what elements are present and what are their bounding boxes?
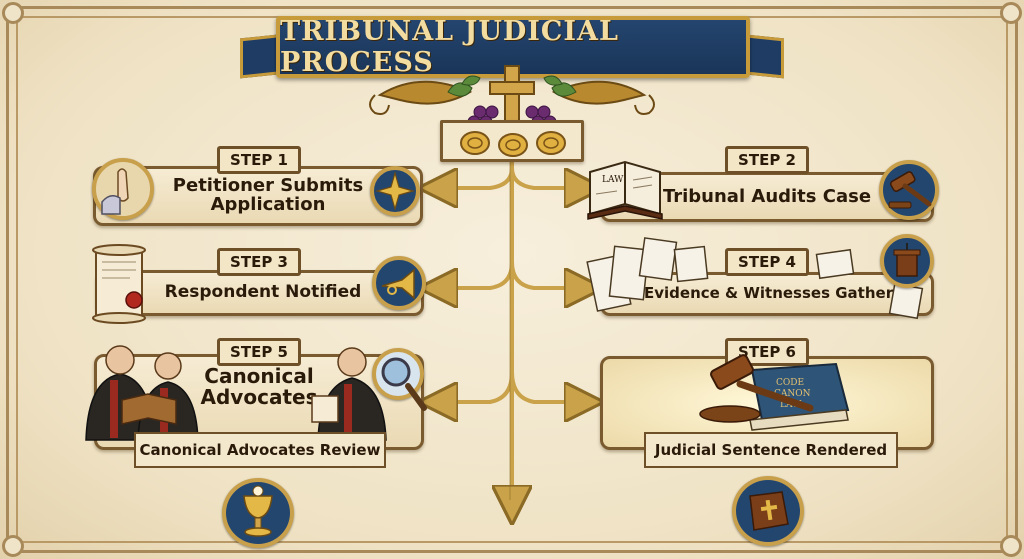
step-5-banner: Canonical Advocates Review xyxy=(134,432,386,468)
step-2-tag: STEP 2 xyxy=(725,146,809,174)
page-title: TRIBUNAL JUDICIAL PROCESS xyxy=(280,16,619,78)
magnifier-icon xyxy=(381,357,411,387)
coins-icon xyxy=(460,131,566,157)
compass-star-icon xyxy=(374,170,416,212)
praying-hands-icon xyxy=(101,168,129,215)
bible-icon xyxy=(749,491,789,531)
step-1-label-line1: Petitioner Submits xyxy=(172,175,364,197)
step-1-tag: STEP 1 xyxy=(217,146,301,174)
step-4-label: Evidence & Witnesses Gathered xyxy=(644,284,914,303)
trumpet-icon xyxy=(381,268,415,300)
gavel-medal xyxy=(879,160,939,220)
step-3-tag: STEP 3 xyxy=(217,248,301,276)
step-3-label: Respondent Notified xyxy=(164,282,362,303)
corner-ornament xyxy=(1000,2,1022,24)
corner-ornament xyxy=(2,2,24,24)
step-6-tag: STEP 6 xyxy=(725,338,809,366)
step-6-label: Judicial Sentence Rendered xyxy=(654,441,888,459)
outer-frame xyxy=(6,6,1018,553)
lectern-medal xyxy=(880,234,934,288)
step-5-heading-line1: Canonical xyxy=(204,364,314,388)
step-5-label: Canonical Advocates Review xyxy=(139,441,381,459)
step-1-label-line2: Application xyxy=(210,194,326,215)
chalice-medal xyxy=(222,478,294,548)
step-4-card: Evidence & Witnesses Gathered xyxy=(600,272,934,316)
gavel-icon xyxy=(888,171,932,209)
step-4-tag: STEP 4 xyxy=(725,248,809,276)
step-2-label: Tribunal Audits Case xyxy=(662,185,872,207)
step-5-tag: STEP 5 xyxy=(217,338,301,366)
chalice-icon xyxy=(243,485,273,537)
magnifier-medal xyxy=(372,348,424,400)
lectern-icon xyxy=(893,243,921,277)
step-6-banner: Judicial Sentence Rendered xyxy=(644,432,898,468)
compass-star-medal xyxy=(370,166,420,216)
corner-ornament xyxy=(1000,535,1022,557)
trumpet-medal xyxy=(372,256,426,310)
step-5-heading-line2: Advocates xyxy=(200,385,318,409)
praying-hands-medal xyxy=(92,158,154,220)
bible-medal xyxy=(732,476,804,546)
corner-ornament xyxy=(2,535,24,557)
step-1-card: Petitioner Submits Application xyxy=(93,166,423,226)
coins-box xyxy=(440,120,584,162)
